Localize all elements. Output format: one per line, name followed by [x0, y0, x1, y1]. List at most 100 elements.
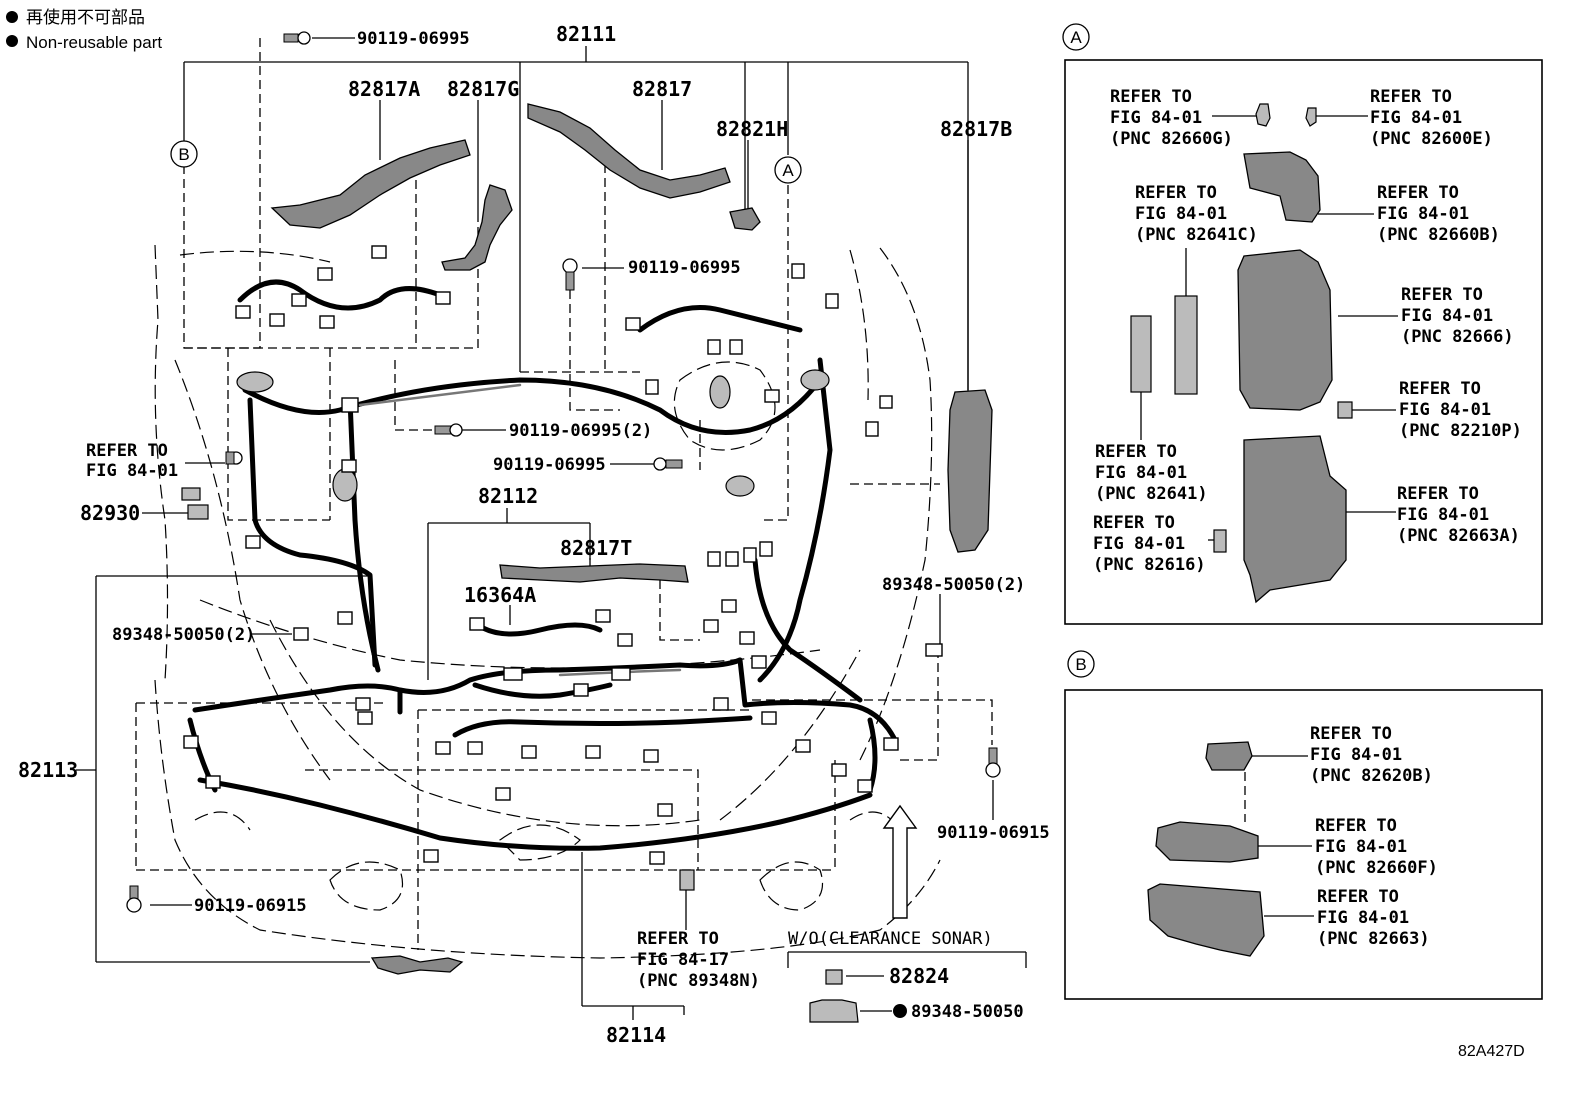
connector	[291, 293, 307, 307]
panel-b-frame	[1064, 689, 1543, 1000]
legend-english: Non-reusable part	[26, 33, 162, 52]
refer-bottom-line2: FIG 84-17	[637, 950, 729, 970]
panel-b-ref-82660F-l3: (PNC 82660F)	[1315, 858, 1438, 878]
label-82817T: 82817T	[560, 536, 632, 560]
clip-82824	[825, 969, 843, 985]
label-16364A: 16364A	[464, 583, 536, 607]
bracket-82817	[527, 103, 731, 199]
connector	[831, 763, 847, 777]
refer-bottom-line1: REFER TO	[637, 929, 719, 949]
connector	[857, 779, 873, 793]
connector	[729, 339, 743, 355]
panel-a-ref-82660B-l1: REFER TO	[1377, 183, 1459, 203]
bracket-82817B	[947, 389, 993, 553]
panel-b-ref-82660F-l1: REFER TO	[1315, 816, 1397, 836]
label-82817G: 82817G	[447, 77, 519, 101]
connector	[703, 619, 719, 633]
connector	[319, 315, 335, 329]
clip-82930	[187, 504, 209, 520]
part-82663	[1147, 883, 1265, 957]
legend: 再使用不可部品 Non-reusable part	[6, 7, 162, 52]
panel-a-ref-82641C-l3: (PNC 82641C)	[1135, 225, 1258, 245]
panel-a-ref-82666-l1: REFER TO	[1401, 285, 1483, 305]
connector	[521, 745, 537, 759]
panel-b-marker	[1067, 650, 1095, 678]
connector	[617, 633, 633, 647]
refer-left-line2: FIG 84-01	[86, 461, 178, 481]
connector	[423, 849, 439, 863]
part-82620B	[1205, 741, 1253, 771]
bolt-icon	[434, 423, 463, 437]
label-82821H: 82821H	[716, 117, 788, 141]
callout-lines	[76, 37, 1027, 1020]
clip-82930	[181, 487, 201, 501]
connector	[657, 803, 673, 817]
bolt-icon	[225, 451, 243, 465]
non-reusable-dot-icon	[893, 1004, 907, 1018]
harness-components	[181, 103, 993, 1023]
connector	[643, 749, 659, 763]
panel-a-ref-82641C-l2: FIG 84-01	[1135, 204, 1227, 224]
non-reusable-dot-icon	[6, 35, 18, 47]
panel-a-ref-82641C-l1: REFER TO	[1135, 183, 1217, 203]
connector	[865, 421, 879, 437]
connector	[357, 711, 373, 725]
connector	[925, 643, 943, 657]
non-reusable-dot-icon	[6, 11, 18, 23]
clip-82821H	[729, 207, 761, 231]
panel-a-ref-82660G-l3: (PNC 82660G)	[1110, 129, 1233, 149]
connector	[791, 263, 805, 279]
legend-japanese: 再使用不可部品	[26, 7, 145, 27]
panel-a-ref-82641-l1: REFER TO	[1095, 442, 1177, 462]
connector	[495, 787, 511, 801]
connector	[883, 737, 899, 751]
label-clip-89348-50050: 89348-50050	[911, 1002, 1024, 1022]
connector	[435, 291, 451, 305]
connector	[721, 599, 737, 613]
panel-a-ref-82663A-l3: (PNC 82663A)	[1397, 526, 1520, 546]
bolt-icon	[126, 885, 142, 913]
grommet	[709, 375, 731, 409]
label-82817A: 82817A	[348, 77, 420, 101]
label-82113: 82113	[18, 758, 78, 782]
connector	[235, 305, 251, 319]
panel-b-ref-82663-l2: FIG 84-01	[1317, 908, 1409, 928]
marker-a: A	[774, 156, 802, 184]
label-82817: 82817	[632, 77, 692, 101]
connector	[245, 535, 261, 549]
svg-text:B: B	[178, 145, 189, 164]
panel-a-ref-82663A-l2: FIG 84-01	[1397, 505, 1489, 525]
connector	[625, 317, 641, 331]
panel-a-ref-82641-l2: FIG 84-01	[1095, 463, 1187, 483]
dashed-groups	[135, 38, 993, 950]
connector	[739, 631, 755, 645]
bolt-icon	[985, 747, 1001, 778]
harness-wires	[187, 279, 898, 851]
connector	[435, 741, 451, 755]
connector	[573, 683, 589, 697]
connector	[337, 611, 353, 625]
label-82817B: 82817B	[940, 117, 1012, 141]
panel-a-ref-82616-l3: (PNC 82616)	[1093, 555, 1206, 575]
detail-panel-b: B REFER TO FIG 84-01 (PNC 82620B) REFER …	[1064, 650, 1543, 1000]
connector	[183, 735, 199, 749]
part-82641C	[1174, 295, 1198, 395]
panel-b-ref-82660F-l2: FIG 84-01	[1315, 837, 1407, 857]
connector	[707, 339, 721, 355]
label-82112: 82112	[478, 484, 538, 508]
connector	[795, 739, 811, 753]
fuse-box-82666	[1237, 249, 1333, 411]
panel-a-ref-82660B-l2: FIG 84-01	[1377, 204, 1469, 224]
bracket-82817T	[499, 563, 689, 583]
panel-a-ref-82660B-l3: (PNC 82660B)	[1377, 225, 1500, 245]
connector	[743, 547, 757, 563]
connector	[595, 609, 611, 623]
panel-a-marker	[1062, 23, 1090, 51]
part-82660F	[1155, 821, 1259, 863]
connector	[317, 267, 333, 281]
part-82641	[1130, 315, 1152, 393]
connector	[293, 627, 309, 641]
connector	[751, 655, 767, 669]
connector	[761, 711, 777, 725]
label-clip-89348-50050-2: 89348-50050(2)	[112, 625, 255, 645]
